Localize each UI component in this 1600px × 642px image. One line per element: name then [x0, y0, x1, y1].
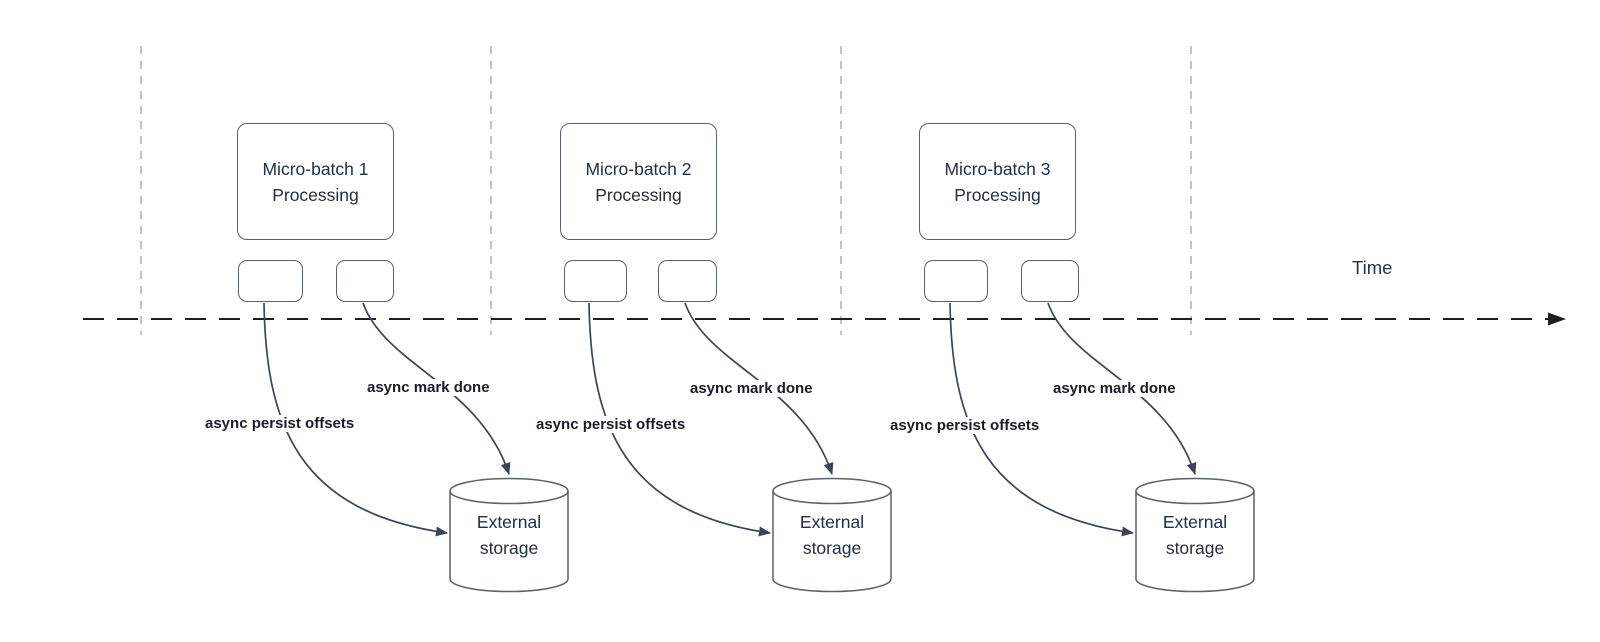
mark-done-arrow-2	[684, 302, 834, 475]
micro-batch-2-markdone-task-box	[658, 260, 717, 302]
micro-batch-3-markdone-task-box	[1021, 260, 1079, 302]
mark-done-arrow-3	[1047, 302, 1197, 475]
mark-done-label-1: async mark done	[365, 379, 492, 396]
persist-offsets-label-2: async persist offsets	[534, 416, 688, 433]
mark-done-arrow-1	[362, 302, 511, 475]
external-storage-cylinder-1	[449, 477, 569, 593]
micro-batch-1-persist-task-box	[238, 260, 303, 302]
micro-batch-2-persist-task-box	[564, 260, 627, 302]
micro-batch-2-label: Micro-batch 2 Processing	[585, 158, 692, 205]
storage-label-1: External storage	[476, 512, 542, 558]
micro-batch-1-box: Micro-batch 1 Processing	[237, 123, 394, 240]
micro-batch-1-label: Micro-batch 1 Processing	[262, 158, 369, 205]
external-storage-cylinder-2	[772, 477, 892, 593]
time-label: Time	[1352, 257, 1393, 278]
persist-offsets-arrow-3	[949, 302, 1134, 537]
micro-batch-3-label: Micro-batch 3 Processing	[944, 158, 1051, 205]
external-storage-cylinder-3	[1135, 477, 1255, 593]
persist-offsets-arrow-2	[588, 302, 771, 537]
mark-done-label-2: async mark done	[688, 380, 815, 397]
persist-offsets-label-3: async persist offsets	[888, 417, 1042, 434]
micro-batch-1-markdone-task-box	[336, 260, 394, 302]
persist-offsets-arrow-1	[263, 302, 448, 537]
micro-batch-2-box: Micro-batch 2 Processing	[560, 123, 717, 240]
micro-batch-3-box: Micro-batch 3 Processing	[919, 123, 1076, 240]
mark-done-label-3: async mark done	[1051, 380, 1178, 397]
persist-offsets-label-1: async persist offsets	[203, 415, 357, 432]
storage-label-2: External storage	[799, 512, 865, 558]
micro-batch-3-persist-task-box	[924, 260, 988, 302]
storage-label-3: External storage	[1162, 512, 1228, 558]
